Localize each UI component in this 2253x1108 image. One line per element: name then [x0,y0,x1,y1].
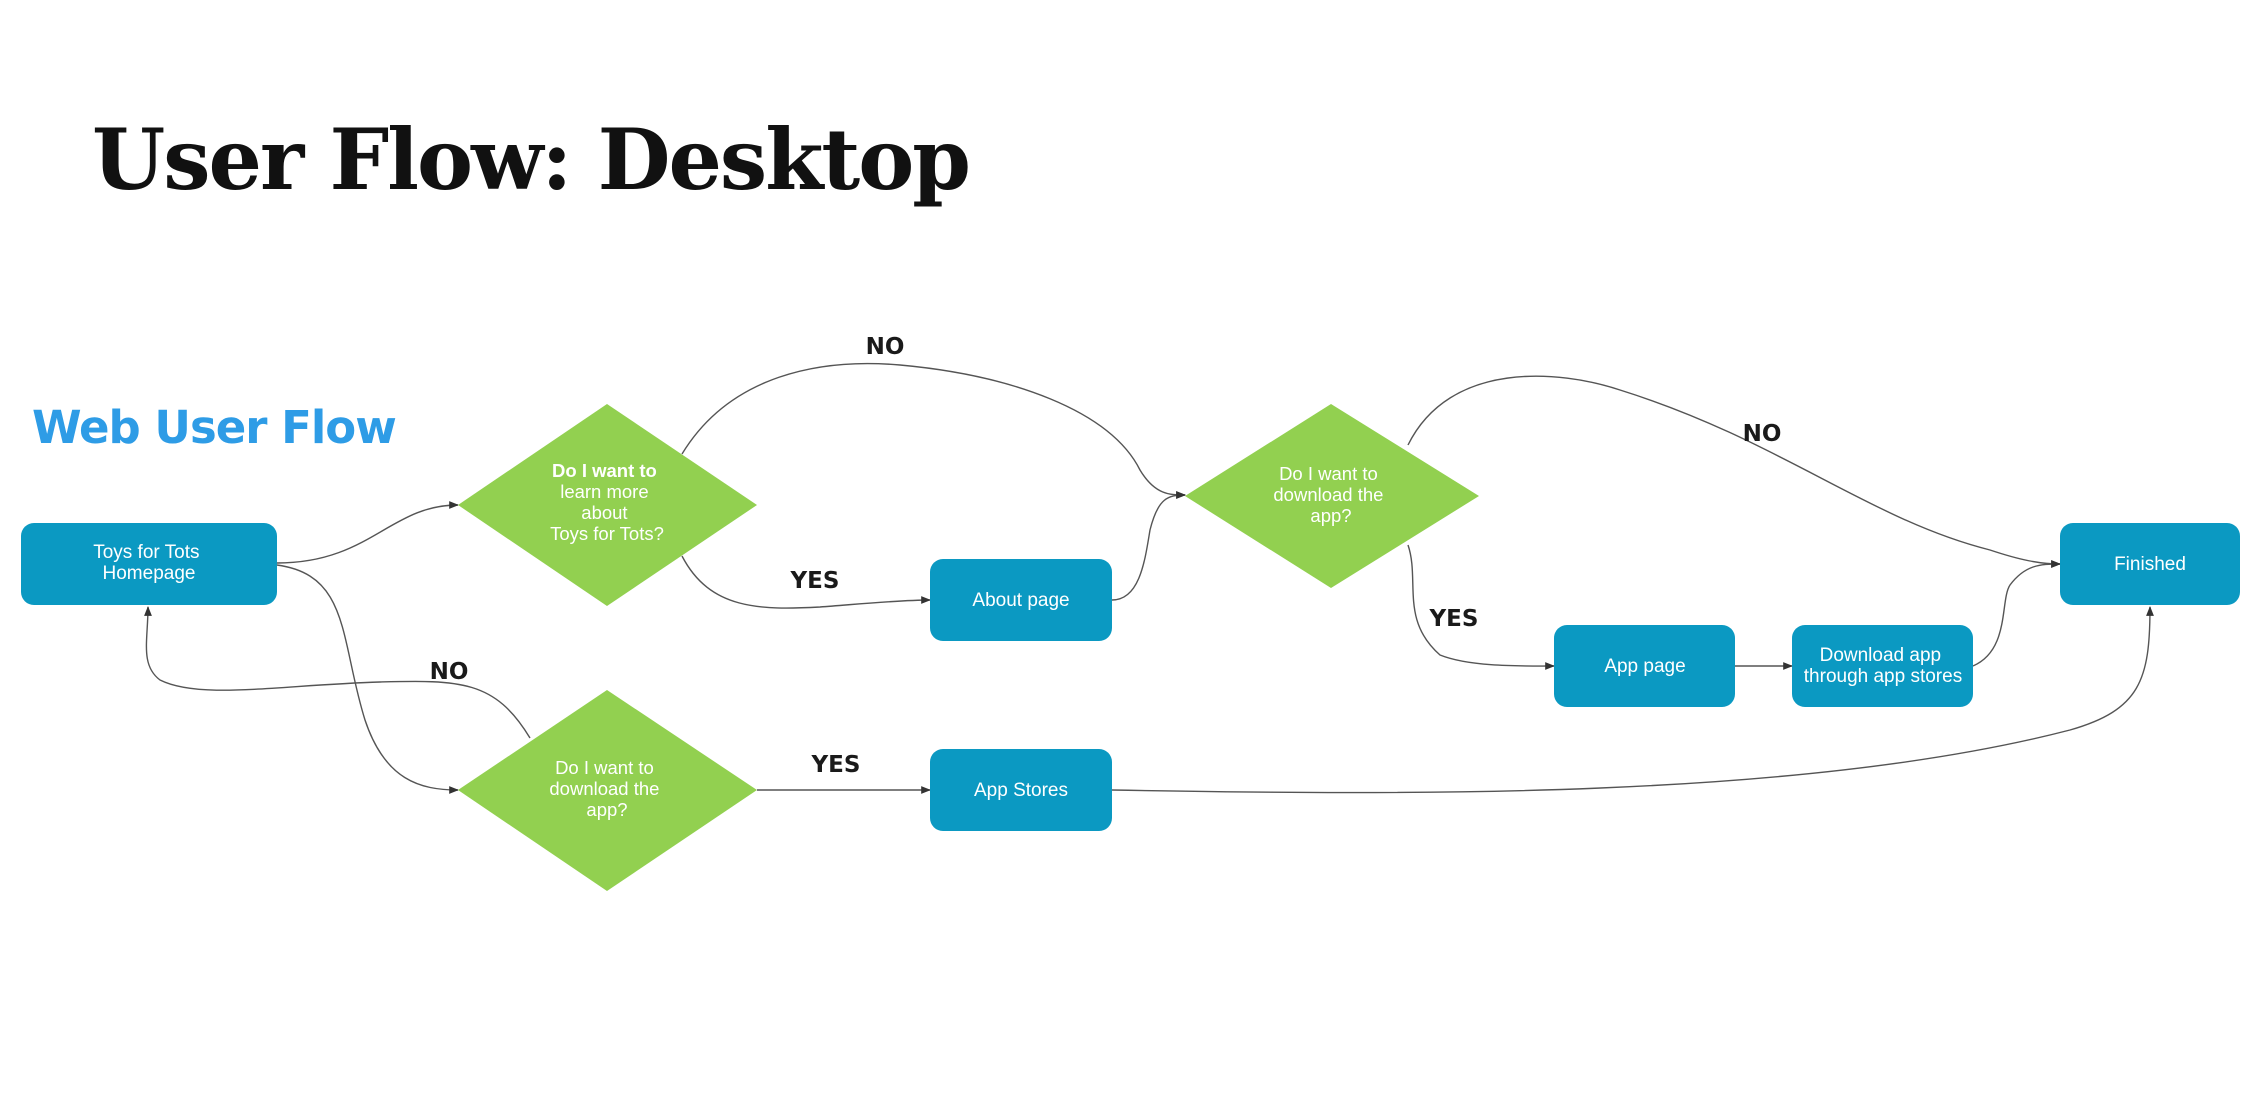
node-finished-label: Finished [2114,554,2186,575]
node-app-stores-label: App Stores [974,780,1068,801]
decision-learn-more-line-1: Do I want to [552,460,657,481]
decision-learn-more-line-4: Toys for Tots? [550,523,664,544]
decision-download-bottom-line-1: Do I want to [555,757,654,778]
node-finished[interactable]: Finished [2060,523,2240,605]
edge-homepage-to-learn-more [276,501,459,564]
edge-learn-more-yes-to-about [681,555,931,609]
edge-label-download-top-no: NO [1743,421,1782,447]
edge-label-download-bottom-no: NO [430,659,469,685]
edge-download-top-yes-to-app-page [1407,544,1555,670]
node-download-through-line-1: Download app [1820,645,1941,666]
page-title: User Flow: Desktop [92,110,971,209]
edge-label-learn-more-no: NO [866,334,905,360]
decision-download-top-line-1: Do I want to [1279,463,1378,484]
decision-learn-more-line-3: about [581,502,627,523]
edge-label-download-bottom-yes: YES [811,752,861,778]
edge-about-to-download-top [1111,491,1186,601]
decision-download-bottom-line-3: app? [586,799,627,820]
svg-text:Do I want to download th: Do I want to download the app? [1273,463,1388,526]
svg-text:Download app through app: Download app through app stores [1804,645,1962,687]
node-download-through-app-stores[interactable]: Download app through app stores [1792,625,1973,707]
svg-text:App page: App page [1604,656,1685,677]
svg-text:Do I want to learn more: Do I want to learn more about Toys for T… [550,460,664,544]
node-about-page[interactable]: About page [930,559,1112,641]
edge-homepage-to-download-bottom [276,564,459,794]
node-download-through-line-2: through app stores [1804,666,1962,687]
node-homepage[interactable]: Toys for Tots Homepage [21,523,277,605]
node-app-page-label: App page [1604,656,1685,677]
edge-download-bottom-no-to-homepage [144,606,531,739]
node-homepage-line-2: Homepage [103,563,196,584]
flow-title: Web User Flow [32,401,397,454]
edge-app-stores-to-finished [1111,606,2154,794]
svg-text:Finished: Finished [2114,554,2186,575]
edge-download-top-no-to-finished [1407,375,2061,568]
decision-learn-more-line-2: learn more [560,481,648,502]
node-homepage-line-1: Toys for Tots [93,542,199,563]
svg-text:App Stores: App Stores [974,780,1068,801]
decision-download-bottom[interactable]: Do I want to download the app? [458,690,757,891]
node-app-page[interactable]: App page [1554,625,1735,707]
node-app-stores[interactable]: App Stores [930,749,1112,831]
edge-labels: NO YES NO YES NO YES [430,334,1782,778]
decision-learn-more[interactable]: Do I want to learn more about Toys for T… [458,404,757,606]
edge-learn-more-no-to-download-top [681,362,1186,499]
svg-text:About page: About page [972,590,1069,611]
svg-text:Do I want to download th: Do I want to download the app? [549,757,664,820]
edges [144,362,2154,794]
decision-download-top-line-2: download the [1273,484,1383,505]
decision-download-bottom-line-2: download the [549,778,659,799]
node-about-page-label: About page [972,590,1069,611]
svg-text:Toys for Tots Homepage: Toys for Tots Homepage [93,542,205,584]
decision-download-top[interactable]: Do I want to download the app? [1185,404,1479,588]
edge-label-download-top-yes: YES [1429,606,1479,632]
decision-download-top-line-3: app? [1310,505,1351,526]
edge-label-learn-more-yes: YES [790,568,840,594]
edge-download-through-to-finished [1972,560,2061,667]
